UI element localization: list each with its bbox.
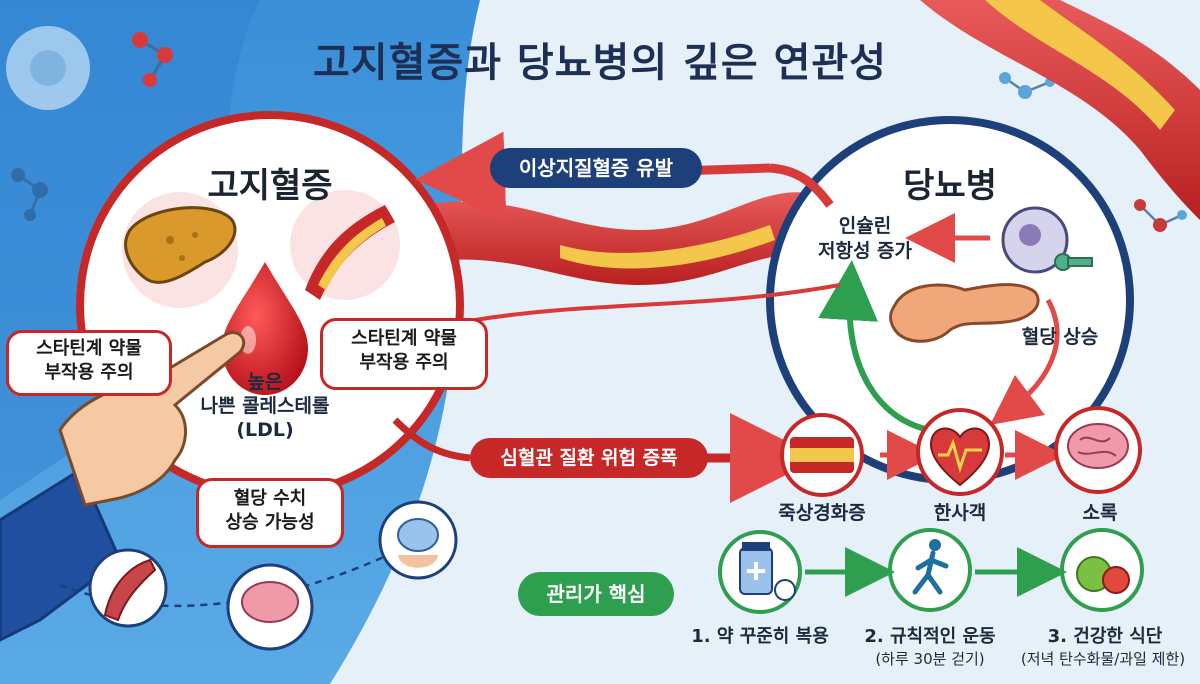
blood-vessel-top-right: [920, 0, 1200, 220]
ldl-line2: 나쁜 콜레스테롤: [200, 395, 330, 417]
pancreas-icon: [889, 283, 1040, 343]
arrow-cardio-tail: [392, 417, 471, 462]
glucose-level-bubble: 혈당 수치 상승 가능성: [196, 478, 344, 548]
ldl-label: 높은 나쁜 콜레스테롤 (LDL): [180, 370, 350, 442]
plaque-top-right: [985, 0, 1175, 130]
statin-warning-bubble-left: 스타틴계 약물 부작용 주의: [6, 330, 172, 396]
page-title: 고지혈증과 당뇨병의 깊은 연관성: [313, 40, 887, 86]
pointing-hand-icon: [0, 331, 246, 642]
arrow-feedback: [818, 260, 931, 433]
arrow-link-line: [474, 283, 841, 322]
complication-atherosclerosis: 죽상경화증: [778, 502, 866, 524]
blood-drop-icon: [222, 262, 308, 395]
step-2-label: 2. 규칙적인 운동: [864, 626, 996, 647]
glucose-line1: 혈당 수치: [233, 488, 307, 509]
ldl-line1: 높은: [247, 371, 283, 393]
insulin-line1: 인슐린: [838, 215, 892, 237]
muscle-icon: [88, 548, 168, 628]
apple-icon: [1060, 528, 1144, 612]
brain-icon: [1054, 406, 1142, 494]
complication-heart: 한사객: [933, 502, 987, 524]
heart-icon: [916, 408, 1004, 496]
hyperlipidemia-title: 고지혈증: [207, 166, 333, 206]
medicine-icon: [718, 530, 802, 614]
diabetes-title: 당뇨병: [903, 166, 997, 206]
plaque-center: [560, 225, 775, 269]
blood-vessel-center: [420, 192, 825, 285]
management-label: 관리가 핵심: [518, 572, 674, 616]
insulin-line2: 저항성 증가: [817, 240, 912, 262]
cell-key-icon: [1001, 206, 1093, 274]
insulin-resistance-label: 인슐린 저항성 증가: [800, 214, 930, 264]
glucose-rise-label: 혈당 상승: [1021, 326, 1099, 348]
statin-left-line2: 부작용 주의: [44, 362, 134, 383]
atherosclerosis-icon: [780, 413, 864, 497]
glucose-line2: 상승 가능성: [225, 512, 315, 533]
statin-warning-bubble-right: 스타틴계 약물 부작용 주의: [320, 318, 488, 390]
statin-right-line1: 스타틴계 약물: [351, 328, 457, 349]
step-3-sub: (저녁 탄수화물/과일 제한): [1020, 650, 1186, 668]
step-3-label: 3. 건강한 식단: [1047, 626, 1163, 647]
molecule-icon: [11, 32, 173, 221]
cell-icon: [6, 26, 90, 110]
arrow-glucose-rise: [990, 298, 1060, 426]
step-2-sub: (하루 30분 걷기): [875, 650, 985, 668]
statin-right-line2: 부작용 주의: [359, 352, 449, 373]
complication-brain: 소록: [1082, 502, 1118, 524]
brain-icon: [226, 563, 314, 651]
artery-plaque-icon: [290, 190, 400, 300]
ldl-line3: (LDL): [236, 419, 294, 441]
cardio-risk-label: 심혈관 질환 위험 증폭: [470, 438, 708, 478]
arrow-dyslipidemia-tail: [769, 163, 834, 208]
head-brain-icon: [378, 500, 458, 580]
walking-icon: [888, 528, 972, 612]
step-1-label: 1. 약 꾸준히 복용: [691, 626, 829, 647]
liver-icon: [122, 192, 238, 308]
statin-left-line1: 스타틴계 약물: [36, 338, 142, 359]
dyslipidemia-label: 이상지질혈증 유발: [490, 148, 702, 188]
